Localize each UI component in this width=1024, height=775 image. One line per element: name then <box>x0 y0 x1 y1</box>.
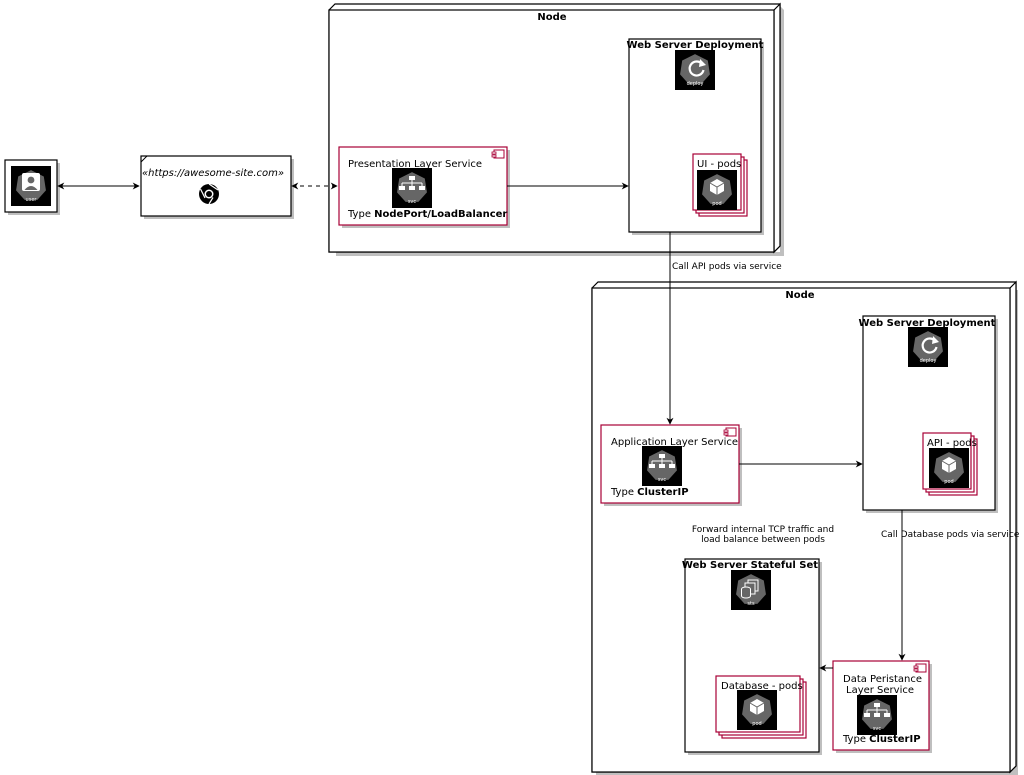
pod-icon-label: pod <box>944 479 953 485</box>
api-pods[interactable]: API - pods pod <box>922 432 978 496</box>
svc-icon: svc <box>392 168 432 208</box>
application-layer-service[interactable]: Application Layer Service svc Type Clust… <box>600 424 742 506</box>
edge-label-forward-line2: load balance between pods <box>701 535 825 545</box>
deploy-icon: deploy <box>675 50 715 90</box>
pod-icon: pod <box>737 690 777 730</box>
pod-icon: pod <box>697 170 737 210</box>
node-bottom-title: Node <box>785 290 814 301</box>
user-icon <box>22 173 40 191</box>
pod-icon: pod <box>929 448 969 488</box>
svc-icon-label: svc <box>873 726 882 732</box>
data-persistence-layer-service[interactable]: Data Peristance Layer Service svc Type C… <box>832 660 932 753</box>
svc-icon: svc <box>857 695 897 735</box>
svc-icon-label: svc <box>658 477 667 483</box>
application-service-type: Type ClusterIP <box>610 487 689 498</box>
sts-icon: sts <box>731 570 771 610</box>
user-label: user <box>26 197 38 203</box>
presentation-layer-service[interactable]: Presentation Layer Service svc Type Node… <box>338 146 510 228</box>
browser-frame[interactable]: «https://awesome-site.com» <box>140 155 294 219</box>
data-service-title-line1: Data Peristance <box>843 674 922 685</box>
deploy-icon-label: deploy <box>920 358 937 364</box>
component-icon <box>913 663 927 673</box>
node-top-title: Node <box>537 12 566 23</box>
database-pods[interactable]: Database - pods pod <box>715 675 807 739</box>
svc-icon-label: svc <box>408 199 417 205</box>
svc-icon: svc <box>642 446 682 486</box>
user-actor[interactable]: user <box>4 159 60 215</box>
chrome-icon <box>199 183 219 205</box>
pod-icon-label: pod <box>752 721 761 727</box>
edge-label-call-api: Call API pods via service <box>672 262 782 272</box>
application-service-title: Application Layer Service <box>611 437 738 448</box>
presentation-service-title: Presentation Layer Service <box>348 159 482 170</box>
stateful-set-title: Web Server Stateful Set <box>682 560 818 571</box>
deploy-icon-label: deploy <box>687 81 704 87</box>
deployment-top-title: Web Server Deployment <box>627 40 764 51</box>
pod-icon-label: pod <box>712 201 721 207</box>
edges <box>57 182 906 672</box>
deployment-bottom-title: Web Server Deployment <box>859 318 996 329</box>
component-icon <box>491 149 505 159</box>
browser-url: «https://awesome-site.com» <box>142 168 284 179</box>
edge-label-call-db: Call Database pods via service <box>881 530 1020 540</box>
api-pods-title: API - pods <box>927 438 977 449</box>
deploy-icon: deploy <box>908 327 948 367</box>
ui-pods[interactable]: UI - pods pod <box>692 153 748 217</box>
data-service-type: Type ClusterIP <box>842 734 921 745</box>
presentation-service-type: Type NodePort/LoadBalancer <box>347 209 507 220</box>
component-icon <box>723 427 737 437</box>
edge-label-forward-line1: Forward internal TCP traffic and <box>692 525 834 535</box>
ui-pods-title: UI - pods <box>697 159 741 170</box>
database-pods-title: Database - pods <box>721 681 803 692</box>
sts-icon-label: sts <box>747 601 755 607</box>
data-service-title-line2: Layer Service <box>846 685 914 696</box>
